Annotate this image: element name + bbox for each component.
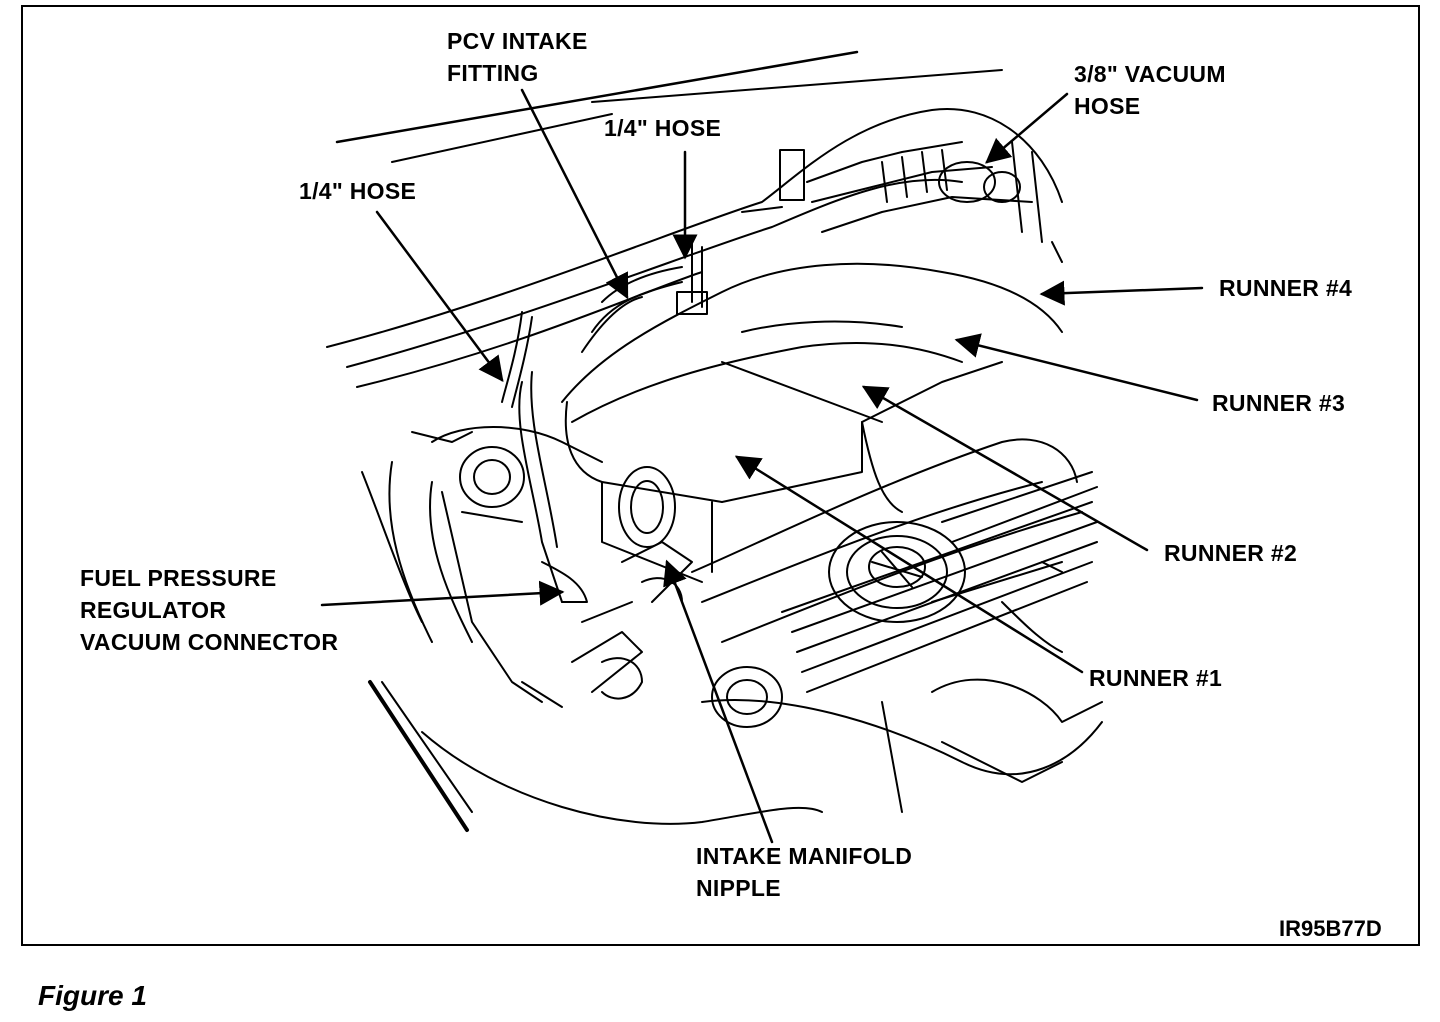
label-line: PCV INTAKE: [447, 28, 588, 54]
label-line: 3/8" VACUUM: [1074, 61, 1226, 87]
label-vacuum-hose: 3/8" VACUUM HOSE: [1074, 58, 1226, 122]
label-line: FUEL PRESSURE: [80, 565, 277, 591]
diagram-frame: PCV INTAKE FITTING 1/4" HOSE 1/4" HOSE 3…: [21, 5, 1420, 946]
label-runner-3: RUNNER #3: [1212, 387, 1345, 419]
cowl-components: [741, 141, 1063, 263]
manifold-nipple-detail: [711, 666, 783, 728]
hood-outline: [326, 50, 1063, 388]
label-runner-2: RUNNER #2: [1164, 537, 1297, 569]
lower-structure: [368, 561, 1103, 832]
label-runner-4: RUNNER #4: [1219, 272, 1352, 304]
manifold-cover: [561, 262, 1063, 583]
label-line: VACUUM CONNECTOR: [80, 629, 339, 655]
label-line: HOSE: [1074, 93, 1141, 119]
label-runner-1: RUNNER #1: [1089, 662, 1222, 694]
label-intake-manifold-nipple: INTAKE MANIFOLD NIPPLE: [696, 840, 912, 904]
label-fuel-pressure-regulator: FUEL PRESSURE REGULATOR VACUUM CONNECTOR: [80, 562, 338, 658]
label-line: 1/4" HOSE: [604, 115, 722, 141]
vacuum-hoses: [501, 241, 708, 408]
engine-illustration: [320, 50, 1204, 844]
label-line: 1/4" HOSE: [299, 178, 417, 204]
label-line: NIPPLE: [696, 875, 781, 901]
leader-lines: [320, 88, 1204, 844]
label-quarter-inch-hose-left: 1/4" HOSE: [299, 175, 416, 207]
label-line: RUNNER #2: [1164, 540, 1298, 566]
label-line: RUNNER #1: [1089, 665, 1223, 691]
throttle-body-area: [361, 371, 693, 708]
label-line: FITTING: [447, 60, 539, 86]
oil-filler-cap: [828, 521, 966, 623]
valve-cover: [691, 438, 1103, 776]
label-line: RUNNER #3: [1212, 390, 1346, 416]
label-line: RUNNER #4: [1219, 275, 1353, 301]
figure-caption: Figure 1: [38, 980, 147, 1011]
label-line: REGULATOR: [80, 597, 227, 623]
label-pcv-intake-fitting: PCV INTAKE FITTING: [447, 25, 588, 89]
label-line: INTAKE MANIFOLD: [696, 843, 913, 869]
figure-code: IR95B77D: [1279, 916, 1382, 941]
label-quarter-inch-hose-center: 1/4" HOSE: [604, 112, 721, 144]
